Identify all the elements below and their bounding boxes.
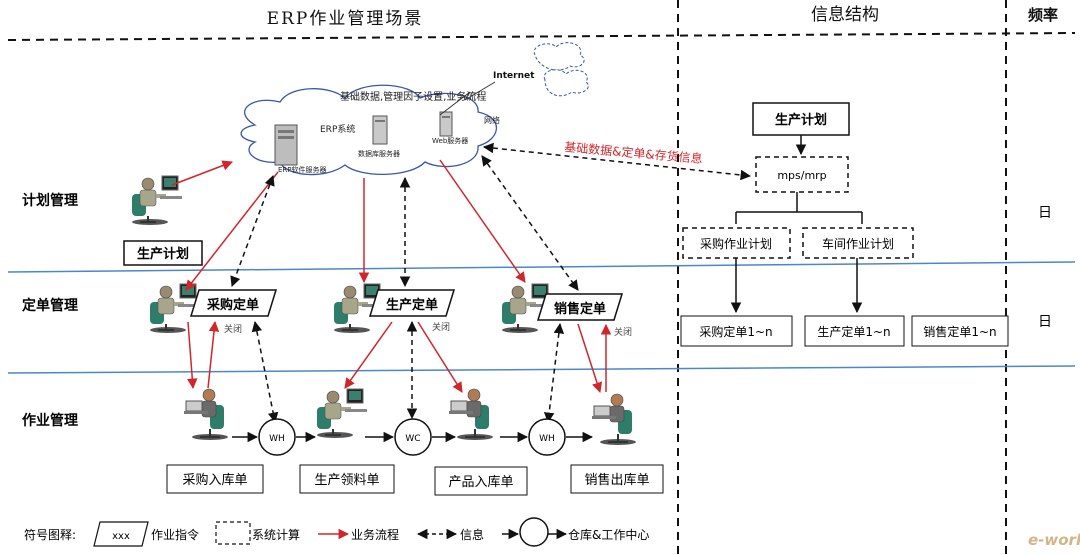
info-structure-title: 信息结构 — [811, 5, 879, 25]
info-purchase-wh — [251, 320, 279, 424]
network-label: 网络 — [484, 115, 500, 125]
sales-out-figure — [591, 393, 637, 446]
legend-wh-label: 仓库&工作中心 — [568, 527, 649, 542]
legend-flow-label: 业务流程 — [351, 527, 399, 542]
sales-orders-box — [911, 315, 1009, 347]
db-server-icon — [372, 115, 388, 145]
workshop-plan-label: 车间作业计划 — [822, 236, 894, 251]
internet-label: Internet — [493, 71, 535, 81]
internet-cloud — [533, 42, 589, 97]
purchase-in-figure — [183, 388, 229, 441]
purchase-in-box — [166, 464, 264, 494]
erp-system-label: ERP系统 — [320, 123, 355, 135]
header-divider — [7, 32, 1076, 41]
sales-order-box — [536, 293, 624, 321]
info-erp-purchase — [230, 175, 275, 287]
workcenter-circle — [394, 418, 432, 456]
production-order-label: 生产定单 — [386, 297, 438, 313]
frequency-order: 日 — [1038, 314, 1052, 330]
web-server-label: Web服务器 — [432, 136, 468, 145]
info-sales-wh — [543, 322, 565, 424]
purchase-order-box — [189, 289, 278, 317]
legend-title: 符号图释: — [24, 527, 76, 542]
info-erp-sales — [481, 155, 579, 291]
legend-xxx: xxx — [112, 531, 130, 542]
production-pick-figure — [315, 387, 369, 440]
legend-cmd-label: 作业指令 — [151, 527, 199, 542]
close-label-production: 关闭 — [432, 321, 450, 333]
legend-info-label: 信息 — [460, 527, 484, 542]
workcenter-label: WC — [405, 434, 420, 444]
flow-prod-to-product-in — [417, 321, 463, 393]
flow-purchase-to-in — [187, 321, 198, 390]
mps-label: mps/mrp — [777, 169, 826, 182]
sales-out-label: 销售出库单 — [584, 472, 649, 488]
web-server-icon — [439, 111, 453, 137]
row-label-work: 作业管理 — [22, 412, 78, 429]
product-in-figure — [448, 388, 494, 441]
erp-server-icon — [274, 124, 298, 166]
sales-orders-label: 销售定单1~n — [923, 324, 996, 339]
warehouse-label-2: WH — [539, 434, 555, 444]
purchase-orders-box — [680, 315, 793, 347]
close-label-sales: 关闭 — [614, 326, 632, 338]
erp-server-label: ERP软件服务器 — [278, 165, 327, 174]
production-plan-box — [123, 240, 203, 266]
production-orders-box — [804, 315, 905, 347]
production-plan-label: 生产计划 — [137, 246, 189, 262]
close-purchase — [207, 320, 220, 389]
scene-title: ERP作业管理场景 — [267, 9, 424, 29]
row-label-plan: 计划管理 — [22, 192, 78, 209]
production-order-box — [368, 289, 456, 317]
purchase-order-label: 采购定单 — [206, 297, 259, 313]
legend-sys-label: 系统计算 — [252, 527, 300, 542]
sales-out-box — [570, 464, 664, 494]
production-pick-box — [299, 464, 395, 494]
warehouse-label-1: WH — [269, 434, 285, 444]
internet-link — [439, 81, 496, 116]
frequency-title: 频率 — [1028, 6, 1058, 24]
product-in-label: 产品入库单 — [448, 474, 513, 490]
lane-line-2 — [7, 365, 1076, 374]
warehouse-circle-1 — [258, 418, 296, 456]
mps-box — [755, 156, 849, 193]
warehouse-circle-2 — [528, 418, 566, 456]
row-label-order: 定单管理 — [22, 297, 78, 314]
close-label-purchase: 关闭 — [224, 323, 242, 335]
flow-erp-to-sales — [439, 159, 526, 283]
legend-dashed-box — [215, 521, 251, 545]
purchase-order-figure — [148, 282, 202, 335]
legend-parallelogram — [93, 521, 149, 547]
purchase-orders-label: 采购定单1~n — [699, 324, 772, 339]
flow-plan-to-erp — [171, 160, 233, 186]
info-plan-label: 生产计划 — [775, 112, 827, 128]
flow-sales-to-out — [577, 323, 603, 393]
frequency-plan: 日 — [1038, 205, 1052, 221]
sales-order-label: 销售定单 — [554, 301, 606, 317]
workshop-plan-box — [802, 227, 914, 259]
flow-erp-to-purchase — [185, 171, 279, 291]
product-in-box — [434, 466, 528, 496]
production-pick-label: 生产领料单 — [314, 473, 379, 488]
mps-branch — [735, 192, 863, 224]
watermark-logo: e-works — [1028, 531, 1080, 549]
production-orders-label: 生产定单1~n — [817, 324, 890, 339]
purchase-in-label: 采购入库单 — [182, 472, 247, 488]
cloud-top-text: 基础数据,管理因子设置,业务流程 — [340, 90, 486, 103]
db-server-label: 数据库服务器 — [358, 149, 400, 158]
flow-prod-to-pick — [344, 321, 393, 389]
purchase-plan-label: 采购作业计划 — [700, 236, 772, 251]
info-red-label: 基础数据&定单&存货信息 — [564, 139, 703, 166]
legend-circle — [519, 517, 549, 547]
